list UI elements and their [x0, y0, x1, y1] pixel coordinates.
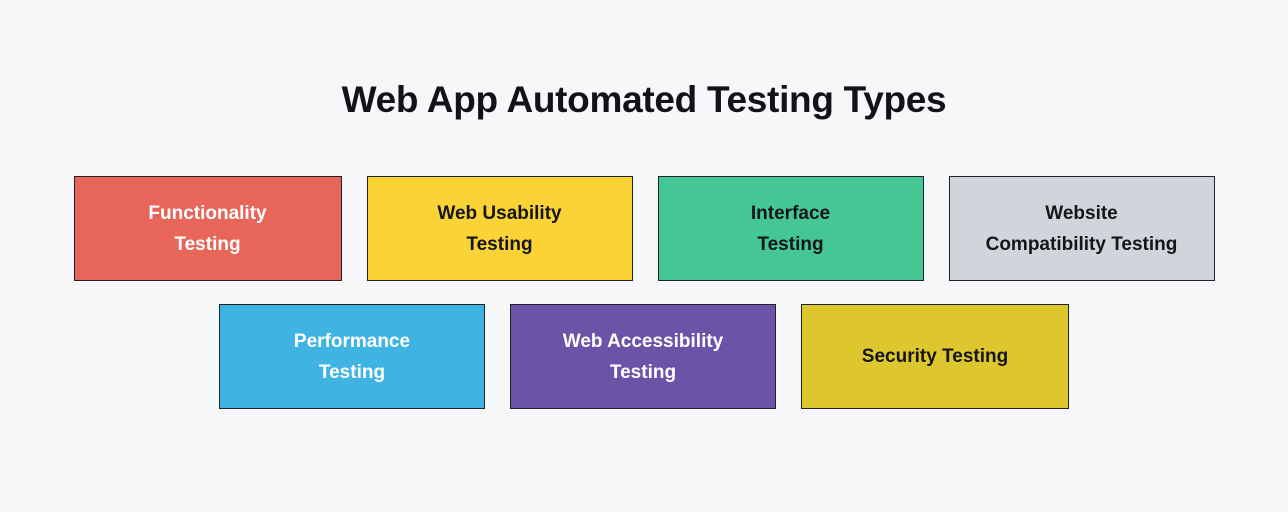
- card-label-line1: Performance: [293, 330, 411, 352]
- page-title: Web App Automated Testing Types: [341, 79, 947, 120]
- card-label-line1: Web Usability: [437, 202, 562, 224]
- card-website-compatibility-testing[interactable]: Website Compatibility Testing: [948, 176, 1215, 281]
- card-label-line2: Compatibility Testing: [985, 233, 1178, 255]
- card-performance-testing[interactable]: Performance Testing: [219, 304, 485, 409]
- card-label: Functionality Testing: [85, 198, 331, 260]
- card-label-line1: Web Accessibility: [562, 330, 724, 352]
- card-label-line2: Testing: [174, 233, 241, 255]
- card-label-line2: Testing: [466, 233, 533, 255]
- card-label-line2: Testing: [757, 233, 824, 255]
- card-security-testing[interactable]: Security Testing: [801, 304, 1069, 409]
- card-web-usability-testing[interactable]: Web Usability Testing: [366, 176, 633, 281]
- card-label: Interface Testing: [669, 198, 913, 260]
- card-functionality-testing[interactable]: Functionality Testing: [73, 176, 342, 281]
- card-label: Security Testing: [812, 341, 1058, 372]
- card-label-line1: Interface: [750, 202, 831, 224]
- card-row-1: Functionality Testing Web Usability Test…: [0, 176, 1288, 281]
- card-label-line1: Functionality: [148, 202, 267, 224]
- card-interface-testing[interactable]: Interface Testing: [657, 176, 924, 281]
- card-label: Web Usability Testing: [378, 198, 622, 260]
- card-label: Web Accessibility Testing: [521, 326, 765, 388]
- card-web-accessibility-testing[interactable]: Web Accessibility Testing: [510, 304, 776, 409]
- card-row-2: Performance Testing Web Accessibility Te…: [0, 304, 1288, 409]
- card-label-line1: Security Testing: [861, 346, 1009, 367]
- card-label-line2: Testing: [609, 361, 677, 383]
- card-label-line2: Testing: [318, 361, 386, 383]
- card-label: Website Compatibility Testing: [960, 198, 1204, 260]
- card-grid: Functionality Testing Web Usability Test…: [0, 176, 1288, 409]
- card-label: Performance Testing: [230, 326, 474, 388]
- card-label-line1: Website: [1045, 202, 1118, 224]
